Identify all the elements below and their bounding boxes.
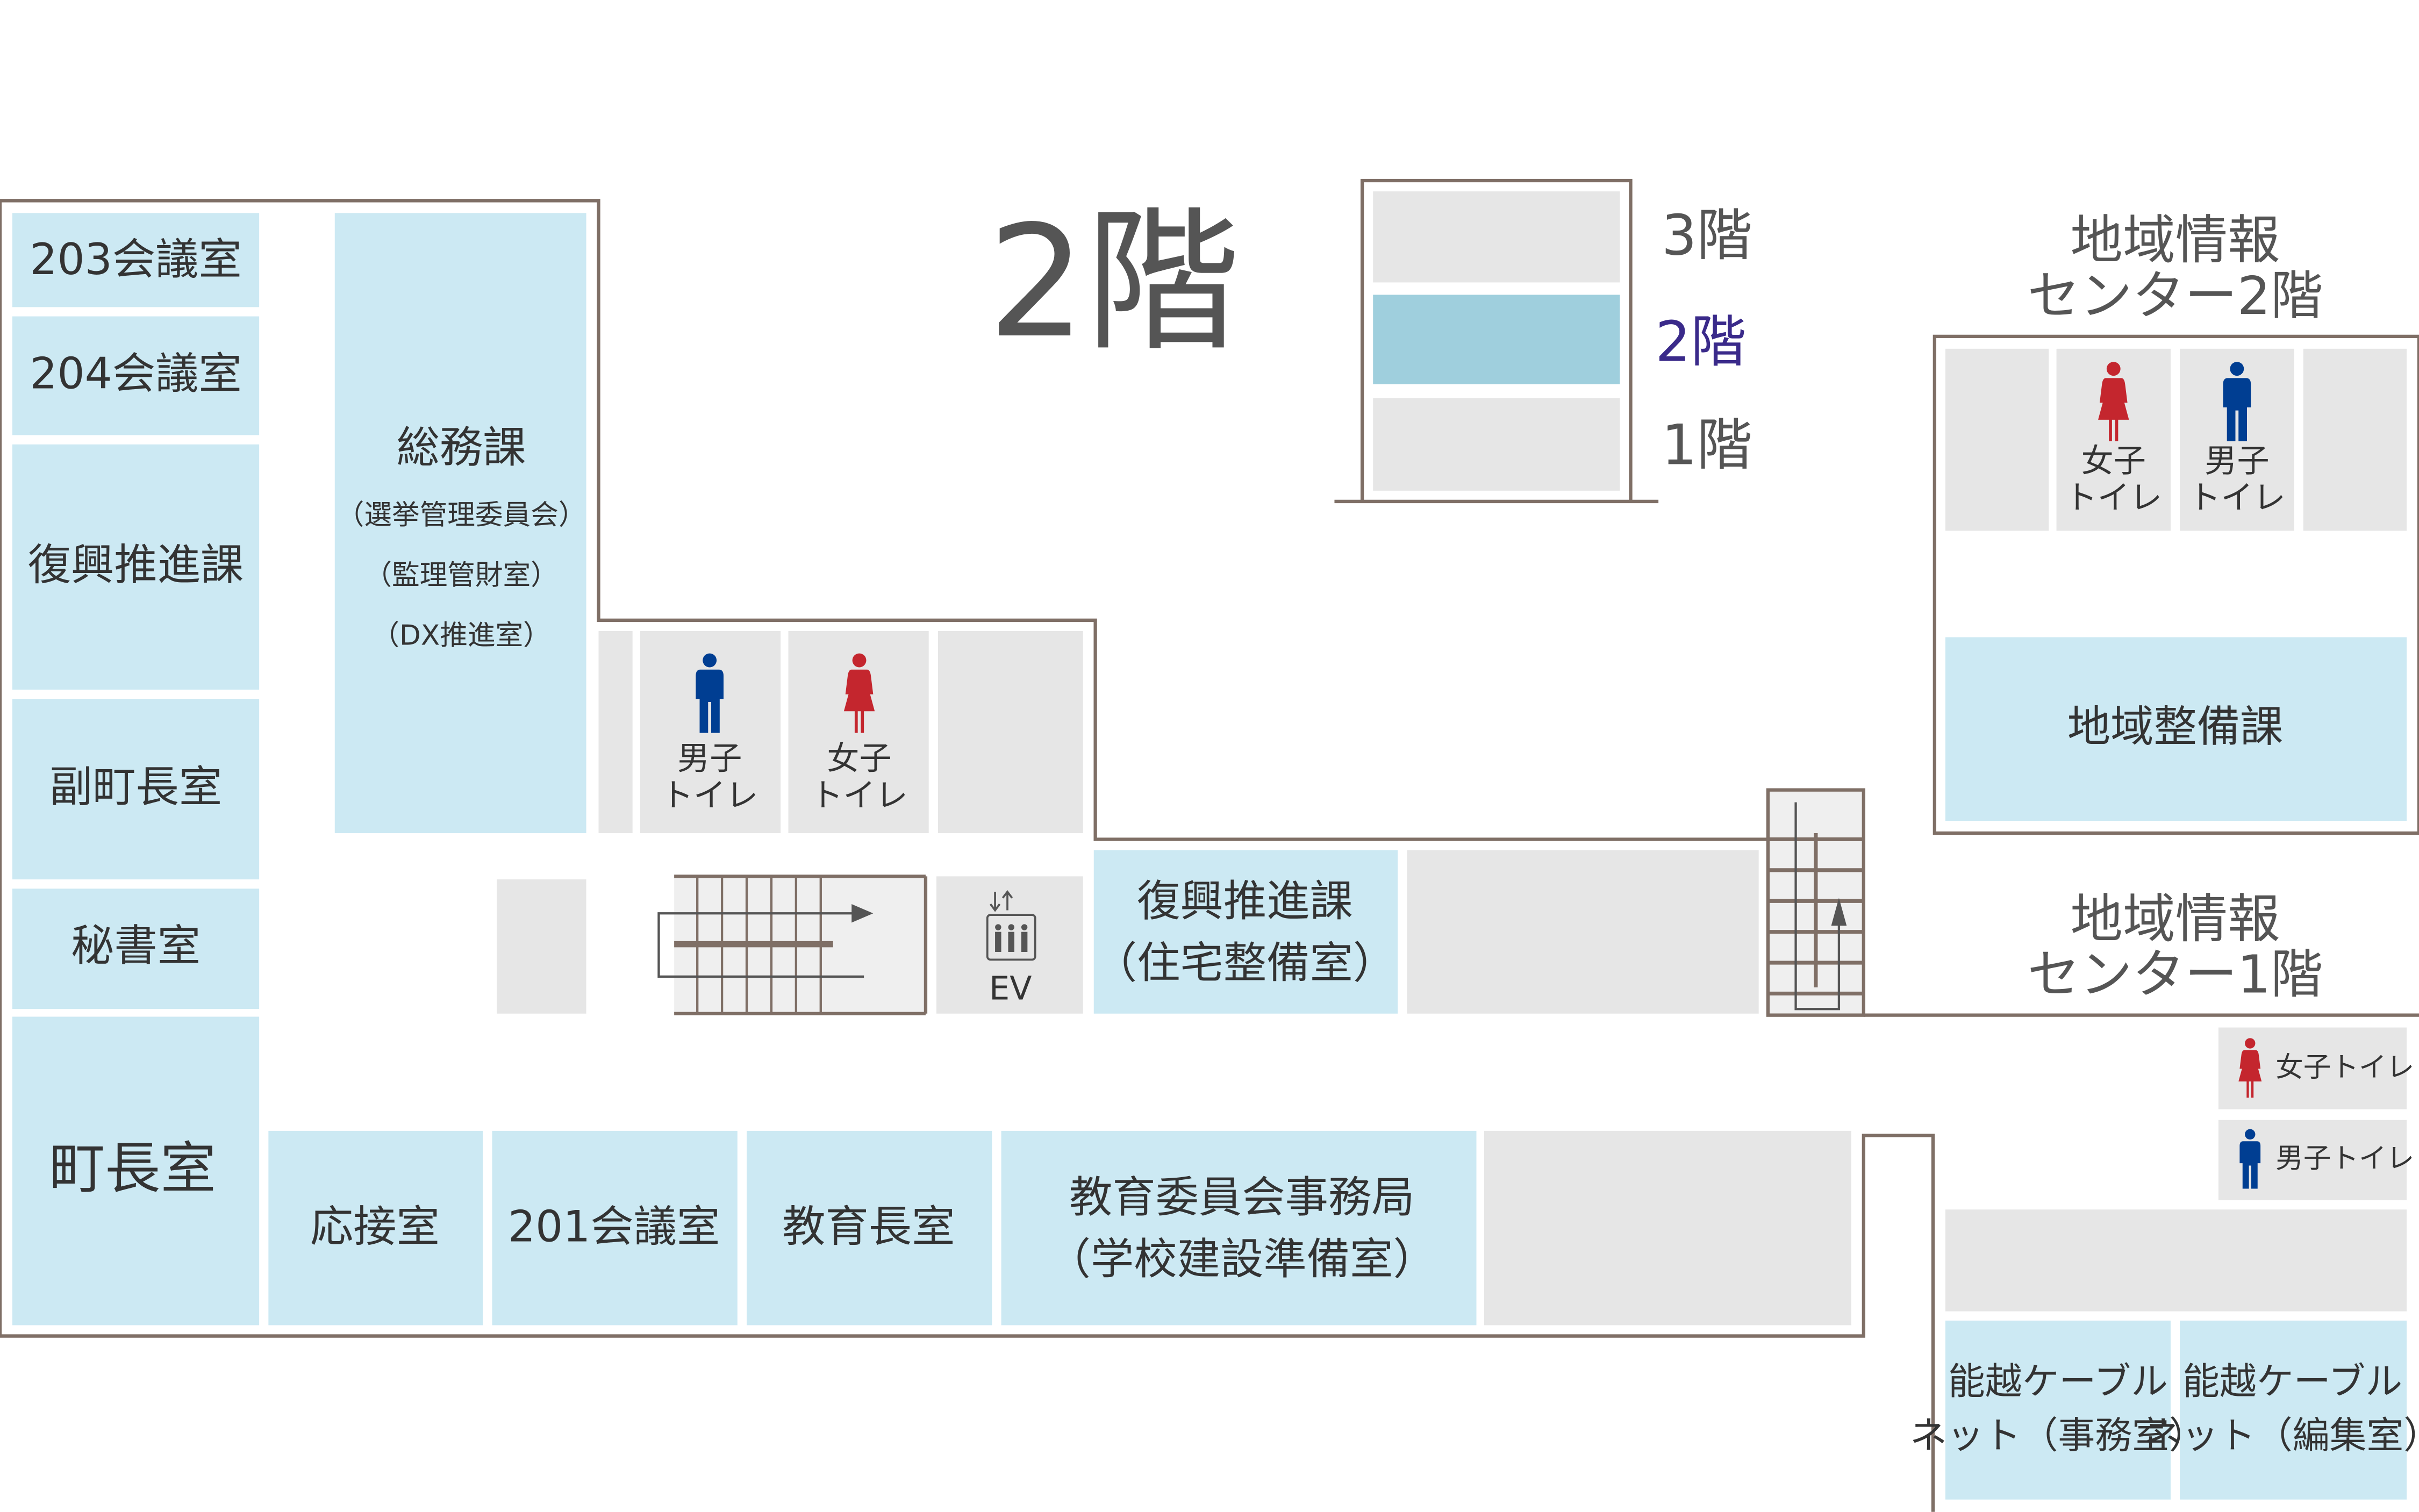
floor-3-label[interactable]: 3階 <box>1662 203 1752 268</box>
room-204-label: 204会議室 <box>30 348 241 398</box>
storage <box>598 631 633 833</box>
room-cable-editing-label2: ネット（編集室） <box>2144 1414 2419 1457</box>
room-osetsu-label: 応接室 <box>310 1201 440 1252</box>
room-fukko <box>12 444 260 690</box>
floor-3-button[interactable] <box>1373 191 1620 283</box>
building-outline <box>0 199 1768 1336</box>
room-kyoiku-iinkai-label1: 教育委員会事務局 <box>1069 1172 1415 1222</box>
male-restroom-label2: トイレ <box>661 777 758 815</box>
room-fukko-jutaku <box>1093 850 1398 1014</box>
room-201 <box>492 1130 738 1325</box>
room-somu <box>334 213 586 833</box>
female-restroom-label2: トイレ <box>811 777 908 815</box>
room-hisho-label: 秘書室 <box>71 920 201 971</box>
room-somu-sub2: （監理管財室） <box>364 560 558 592</box>
elevator-icon <box>986 890 1036 961</box>
male-restroom-label1: 男子 <box>677 740 742 778</box>
room-chouchou-label: 町長室 <box>49 1137 216 1201</box>
floor-1-label[interactable]: 1階 <box>1662 413 1752 478</box>
room-fukuchoucho <box>12 699 260 880</box>
room-fukko-jutaku-label1: 復興推進課 <box>1137 876 1353 926</box>
storage <box>1945 1209 2407 1312</box>
room-somu-label: 総務課 <box>397 422 526 472</box>
floor-2-label[interactable]: 2階 <box>1655 310 1746 374</box>
room-cable-office <box>1945 1320 2171 1500</box>
floor-selector: 3階 2階 1階 <box>1334 178 1752 504</box>
room-cable-editing-label1: 能越ケーブル <box>2182 1360 2402 1403</box>
room-somu-sub1: （選挙管理委員会） <box>337 499 586 532</box>
storage <box>2303 348 2407 531</box>
annex-female-label1: 女子 <box>2081 442 2146 480</box>
room-203 <box>12 213 260 307</box>
storage <box>497 879 586 1014</box>
stair-arrow-icon <box>1794 802 1841 1011</box>
annex1-male-label: 男子トイレ <box>2275 1142 2414 1174</box>
room-cable-editing <box>2180 1320 2407 1500</box>
room-chiiki-seibi <box>1945 637 2407 821</box>
room-kyoiku-iinkai <box>1001 1130 1477 1325</box>
room-fukko-label: 復興推進課 <box>28 539 244 590</box>
room-fukuchoucho-label: 副町長室 <box>49 762 222 812</box>
room-chouchou <box>12 1016 260 1325</box>
room-chiiki-seibi-label: 地域整備課 <box>2067 701 2284 752</box>
storage <box>937 631 1083 833</box>
annex-2f-label2: センター2階 <box>2028 266 2323 327</box>
page-title: 2階 <box>987 192 1240 372</box>
annex-male-label2: トイレ <box>2188 479 2286 517</box>
storage <box>1407 850 1759 1014</box>
annex-male-label1: 男子 <box>2205 442 2270 480</box>
room-cable-office-label2: ネット（事務室） <box>1910 1414 2206 1457</box>
annex-female-label2: トイレ <box>2065 479 2162 517</box>
room-cable-office-label1: 能越ケーブル <box>1948 1360 2168 1403</box>
room-somu-sub3: （DX推進室） <box>371 620 550 652</box>
elevator-label: EV <box>989 970 1032 1007</box>
room-kyoikucho <box>747 1130 992 1325</box>
room-osetsu <box>268 1130 483 1325</box>
annex-1f-label2: センター1階 <box>2028 944 2323 1006</box>
room-fukko-jutaku-label2: （住宅整備室） <box>1094 937 1396 988</box>
annex1-female-label: 女子トイレ <box>2275 1051 2414 1084</box>
room-204 <box>12 316 260 435</box>
staircase-east <box>1766 788 1865 1017</box>
storage <box>1484 1130 1851 1325</box>
stair-arrow-icon <box>657 912 864 978</box>
room-201-label: 201会議室 <box>508 1201 720 1252</box>
room-kyoiku-iinkai-label2: （学校建設準備室） <box>1048 1234 1436 1284</box>
room-203-label: 203会議室 <box>30 234 241 284</box>
annex-1f-label1: 地域情報 <box>2070 888 2280 950</box>
room-kyoikucho-label: 教育長室 <box>782 1201 955 1252</box>
room-hisho <box>12 888 260 1009</box>
floor-1-button[interactable] <box>1373 398 1620 491</box>
building-outline-south <box>0 1134 1935 1512</box>
staircase-west <box>657 875 928 1015</box>
female-restroom-label1: 女子 <box>827 740 892 778</box>
annex-2f-outline <box>1933 334 2419 835</box>
annex-2f-label1: 地域情報 <box>2070 210 2280 271</box>
storage <box>1945 348 2049 531</box>
floor-2-button[interactable] <box>1373 295 1620 384</box>
